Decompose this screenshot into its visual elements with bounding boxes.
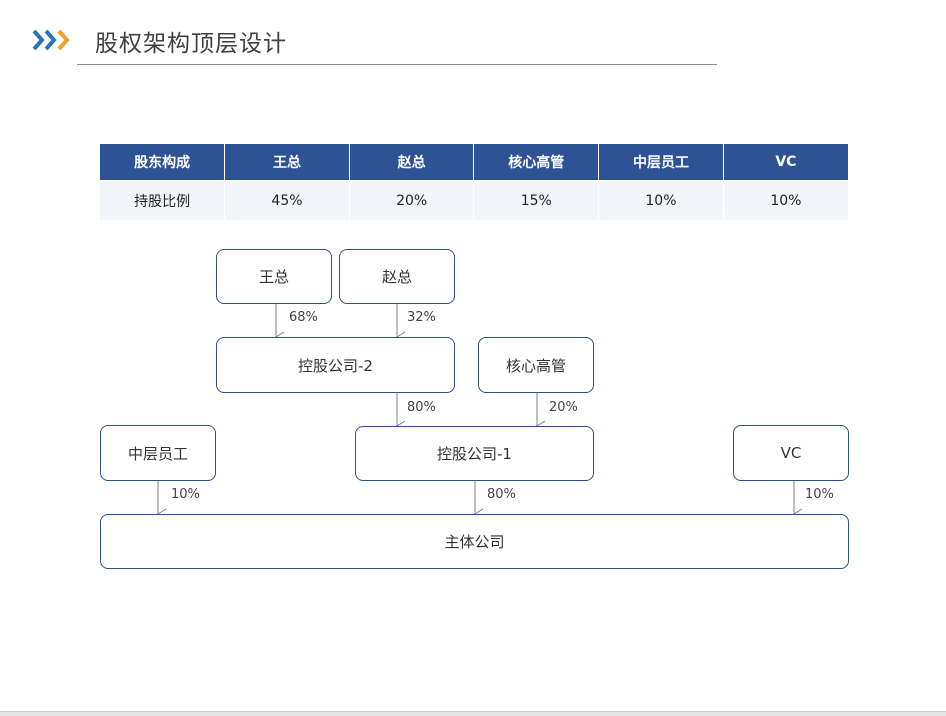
table-cell: 45% — [224, 180, 350, 220]
table-header-cell: 赵总 — [349, 144, 475, 181]
node-label: 王总 — [258, 268, 289, 286]
node-holding-company-1: 控股公司-1 — [355, 426, 594, 481]
table-header-cell: VC — [723, 144, 848, 181]
node-mid-level-staff: 中层员工 — [100, 425, 216, 481]
node-holding-company-2: 控股公司-2 — [216, 337, 455, 393]
node-label: VC — [780, 444, 802, 462]
edge-label-zhao-holding2: 32% — [407, 310, 436, 325]
node-label: 中层员工 — [127, 444, 188, 463]
table-header-cell: 股东构成 — [100, 144, 226, 181]
node-label: 核心高管 — [505, 356, 566, 375]
table-cell: 10% — [598, 180, 724, 220]
node-label: 赵总 — [381, 268, 412, 286]
node-label: 控股公司-2 — [298, 356, 373, 375]
node-wang: 王总 — [216, 249, 332, 304]
title-divider — [77, 64, 717, 65]
edge-label-wang-holding2: 68% — [289, 310, 318, 325]
table-header-row: 股东构成 王总 赵总 核心高管 中层员工 VC — [100, 144, 848, 181]
node-main-company: 主体公司 — [100, 514, 849, 569]
table-row: 持股比例 45% 20% 15% 10% 10% — [100, 180, 848, 220]
edge-label-core-exec-holding1: 20% — [549, 400, 578, 415]
bottom-scroll-strip — [0, 711, 946, 716]
node-label: 主体公司 — [444, 533, 505, 551]
node-label: 控股公司-1 — [437, 445, 512, 463]
node-zhao: 赵总 — [339, 249, 455, 304]
edge-label-holding2-holding1: 80% — [407, 400, 436, 415]
node-vc: VC — [733, 425, 849, 481]
table-header-cell: 王总 — [224, 144, 350, 181]
table-cell: 15% — [473, 180, 600, 220]
table-cell: 持股比例 — [100, 180, 226, 220]
page-title: 股权架构顶层设计 — [95, 31, 287, 57]
table-cell: 20% — [349, 180, 475, 220]
edge-label-mid-staff-main: 10% — [171, 487, 200, 502]
edge-label-holding1-main: 80% — [487, 487, 516, 502]
node-core-executives: 核心高管 — [478, 337, 594, 393]
chevron-arrows-icon — [32, 29, 70, 51]
table-cell: 10% — [723, 180, 848, 220]
table-header-cell: 中层员工 — [598, 144, 724, 181]
shareholding-table: 股东构成 王总 赵总 核心高管 中层员工 VC 持股比例 45% 20% 15%… — [100, 144, 848, 220]
table-header-cell: 核心高管 — [473, 144, 600, 181]
edge-label-vc-main: 10% — [805, 487, 834, 502]
